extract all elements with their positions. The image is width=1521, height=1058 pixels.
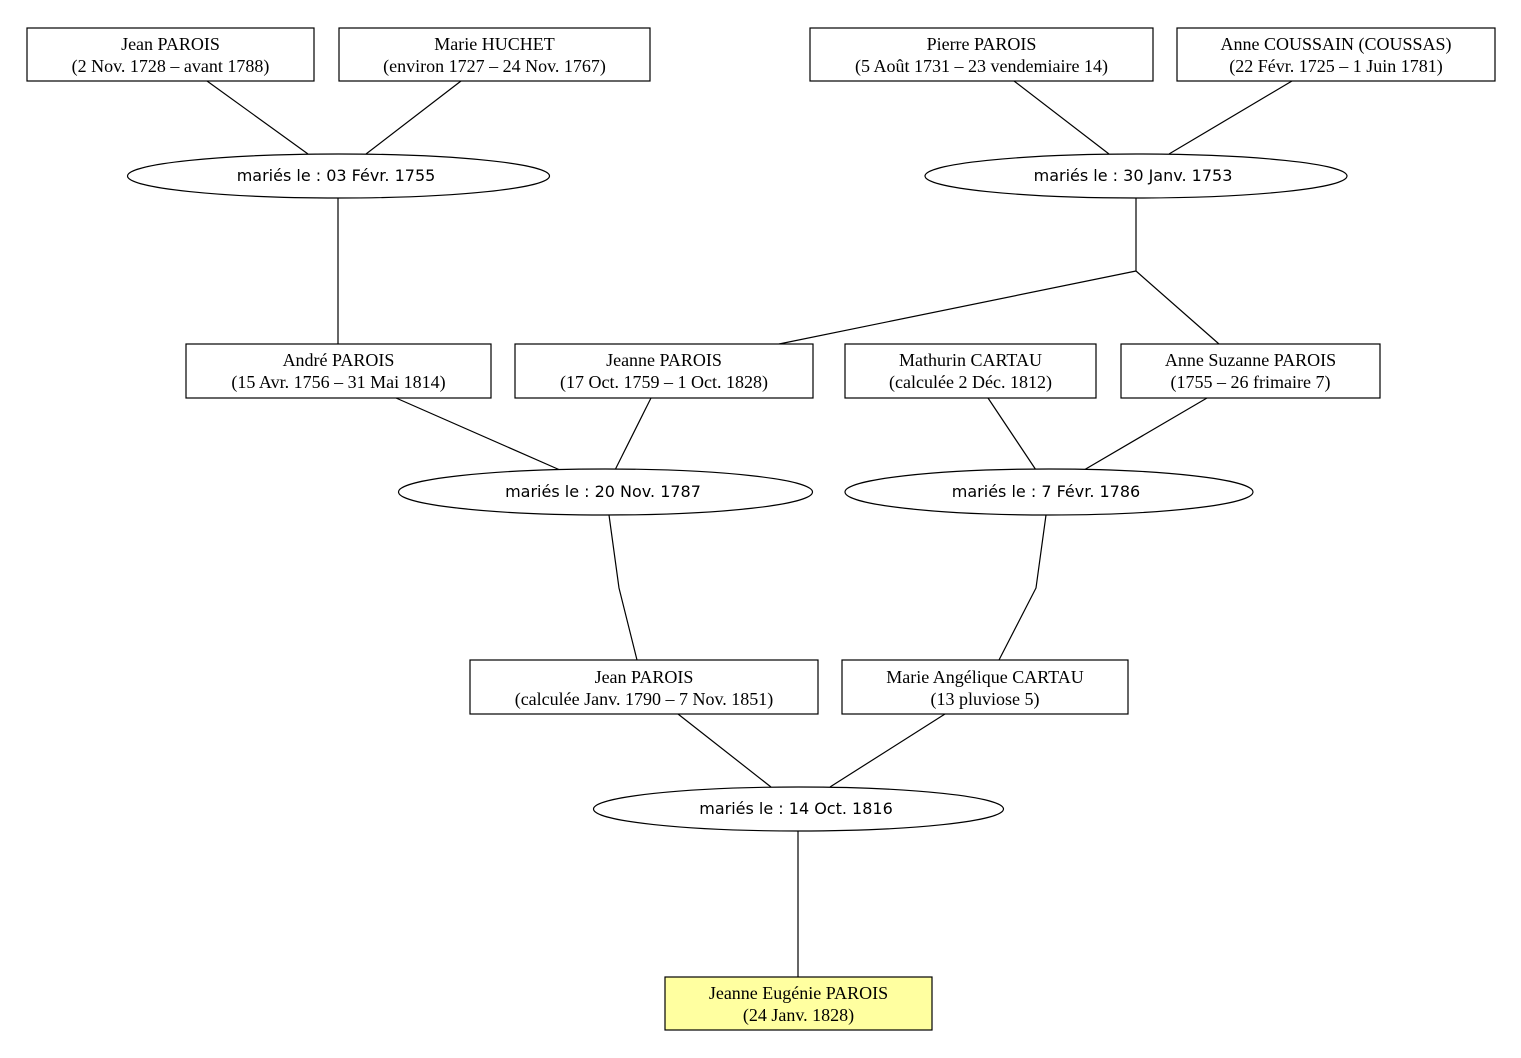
person-anne-suzanne-parois[interactable]: Anne Suzanne PAROIS (1755 – 26 frimaire …	[1120, 343, 1381, 399]
union-1786[interactable]: mariés le : 7 Févr. 1786	[844, 468, 1254, 516]
person-dates: (22 Févr. 1725 – 1 Juin 1781)	[1229, 56, 1443, 77]
person-name: André PAROIS	[283, 350, 395, 370]
union-label: mariés le : 20 Nov. 1787	[505, 482, 701, 501]
person-jean-parois-1790[interactable]: Jean PAROIS (calculée Janv. 1790 – 7 Nov…	[469, 659, 819, 715]
edge-marieangelique-union1816	[829, 713, 946, 788]
edge-jeanne1759-union1787	[614, 397, 652, 471]
person-jeanne-eugenie-parois[interactable]: Jeanne Eugénie PAROIS (24 Janv. 1828)	[664, 976, 933, 1031]
person-jeanne-parois-1759[interactable]: Jeanne PAROIS (17 Oct. 1759 – 1 Oct. 182…	[514, 343, 814, 399]
union-1753[interactable]: mariés le : 30 Janv. 1753	[924, 153, 1348, 199]
person-dates: (1755 – 26 frimaire 7)	[1171, 372, 1331, 393]
person-marie-angelique-cartau[interactable]: Marie Angélique CARTAU (13 pluviose 5)	[841, 659, 1129, 715]
person-mathurin-cartau[interactable]: Mathurin CARTAU (calculée 2 Déc. 1812)	[844, 343, 1097, 399]
person-name: Jean PAROIS	[121, 34, 220, 54]
union-1755[interactable]: mariés le : 03 Févr. 1755	[126, 153, 551, 199]
person-name: Anne COUSSAIN (COUSSAS)	[1220, 34, 1451, 55]
person-name: Marie HUCHET	[434, 34, 554, 54]
person-name: Marie Angélique CARTAU	[886, 667, 1083, 687]
edges	[206, 80, 1293, 977]
edge-union1753-jeanne1759	[778, 270, 1137, 345]
union-label: mariés le : 03 Févr. 1755	[237, 166, 436, 185]
edge-mathurin-union1786	[987, 397, 1037, 471]
person-dates: (calculée Janv. 1790 – 7 Nov. 1851)	[515, 689, 774, 710]
person-andre-parois[interactable]: André PAROIS (15 Avr. 1756 – 31 Mai 1814…	[185, 343, 492, 399]
union-1787[interactable]: mariés le : 20 Nov. 1787	[397, 468, 814, 516]
highlighted-person-box	[664, 976, 933, 1031]
union-label: mariés le : 7 Févr. 1786	[952, 482, 1140, 501]
person-name: Jean PAROIS	[595, 667, 694, 687]
person-dates: (calculée 2 Déc. 1812)	[889, 372, 1052, 393]
person-pierre-parois[interactable]: Pierre PAROIS (5 Août 1731 – 23 vendemia…	[809, 27, 1154, 82]
person-name: Mathurin CARTAU	[899, 350, 1042, 370]
union-label: mariés le : 30 Janv. 1753	[1034, 166, 1233, 185]
person-dates: (5 Août 1731 – 23 vendemiaire 14)	[855, 56, 1108, 77]
edge-jean1728-union1755	[206, 80, 309, 155]
edge-mariehuchet-union1755	[365, 80, 462, 155]
person-dates: (2 Nov. 1728 – avant 1788)	[72, 56, 270, 77]
person-jean-parois-1728[interactable]: Jean PAROIS (2 Nov. 1728 – avant 1788)	[26, 27, 315, 82]
person-dates: (15 Avr. 1756 – 31 Mai 1814)	[231, 372, 445, 393]
person-name: Pierre PAROIS	[927, 34, 1037, 54]
edge-union1787-jean1790	[608, 514, 638, 661]
person-name: Jeanne Eugénie PAROIS	[709, 983, 888, 1003]
edge-union1753-annesuzanne	[1135, 270, 1220, 345]
person-dates: (24 Janv. 1828)	[743, 1005, 854, 1026]
edge-annesuzanne-union1786	[1083, 397, 1208, 471]
person-dates: (17 Oct. 1759 – 1 Oct. 1828)	[560, 372, 768, 393]
edge-annecoussain-union1753	[1168, 80, 1293, 155]
person-dates: (13 pluviose 5)	[931, 689, 1040, 710]
person-name: Anne Suzanne PAROIS	[1165, 350, 1336, 370]
edge-union1786-marieangelique	[998, 514, 1047, 661]
person-name: Jeanne PAROIS	[606, 350, 722, 370]
edge-jean1790-union1816	[677, 713, 772, 788]
person-marie-huchet[interactable]: Marie HUCHET (environ 1727 – 24 Nov. 176…	[338, 27, 651, 82]
person-dates: (environ 1727 – 24 Nov. 1767)	[383, 56, 606, 77]
edge-pierre-union1753	[1013, 80, 1110, 155]
union-label: mariés le : 14 Oct. 1816	[699, 799, 893, 818]
person-anne-coussain[interactable]: Anne COUSSAIN (COUSSAS) (22 Févr. 1725 –…	[1176, 27, 1496, 82]
edge-andre-union1787	[395, 397, 561, 471]
union-1816[interactable]: mariés le : 14 Oct. 1816	[592, 786, 1005, 832]
